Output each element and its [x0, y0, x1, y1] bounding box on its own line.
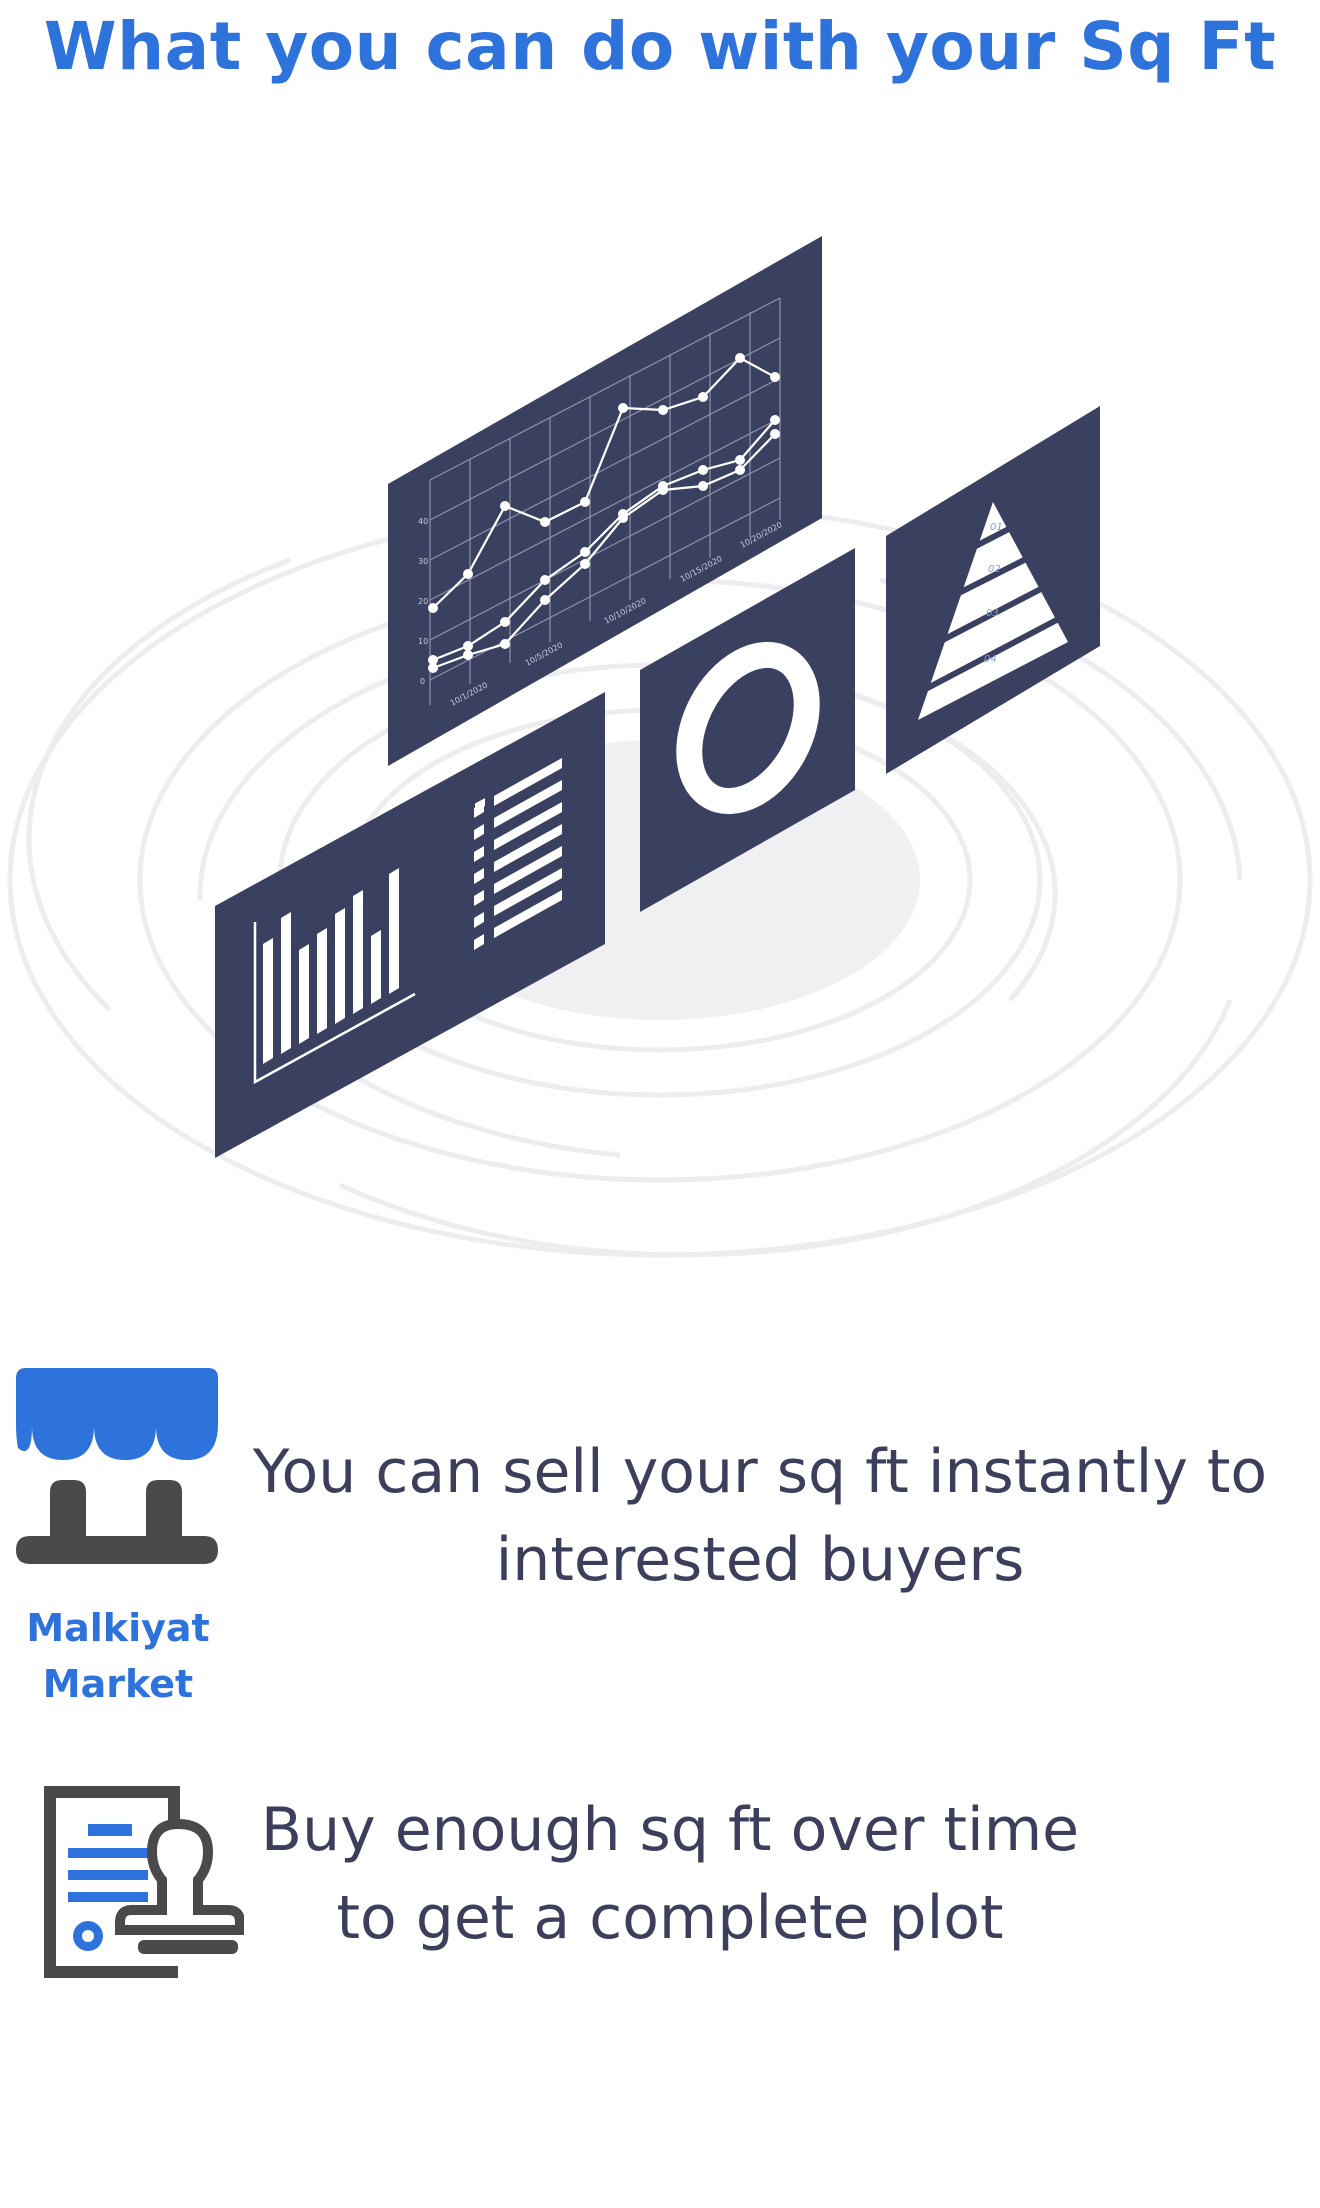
- feature-buy-over-time: Buy enough sq ft over time to get a comp…: [0, 1780, 1320, 2020]
- analytics-dashboard-illustration: 0 10 20 30 40 10/1/2020 10/5/2020 10/10/…: [7, 236, 1313, 1258]
- bar-chart-panel: [215, 692, 605, 1158]
- certificate-stamp-icon: [38, 1780, 245, 1988]
- line-chart-panel: 0 10 20 30 40 10/1/2020 10/5/2020 10/10/…: [388, 236, 822, 766]
- pyramid-label: 03: [986, 608, 999, 619]
- feature-text-line: interested buyers: [495, 1525, 1025, 1595]
- page-title: What you can do with your Sq Ft: [43, 8, 1277, 85]
- ytick-label: 20: [418, 597, 428, 606]
- market-label-line: Malkiyat: [26, 1606, 210, 1650]
- market-label: Malkiyat Market: [0, 1600, 236, 1712]
- ytick-label: 10: [418, 637, 428, 646]
- feature-sell-instantly: Malkiyat Market You can sell your sq ft …: [0, 1360, 1320, 1720]
- pyramid-label: 02: [988, 564, 1001, 575]
- pyramid-label: 01: [990, 522, 1003, 533]
- market-stall-icon: [14, 1368, 220, 1602]
- feature-text-line: to get a complete plot: [336, 1883, 1004, 1953]
- donut-panel: [640, 548, 855, 912]
- ytick-label: 0: [420, 677, 425, 686]
- feature-text-line: You can sell your sq ft instantly to: [252, 1437, 1268, 1507]
- pyramid-panel: 01 02 03 04: [886, 406, 1100, 774]
- feature-description: Buy enough sq ft over time to get a comp…: [250, 1786, 1090, 1962]
- ytick-label: 30: [418, 557, 428, 566]
- pyramid-label: 04: [984, 654, 997, 665]
- ytick-label: 40: [418, 517, 428, 526]
- feature-text-line: Buy enough sq ft over time: [260, 1795, 1080, 1865]
- feature-description: You can sell your sq ft instantly to int…: [250, 1428, 1270, 1604]
- market-label-line: Market: [42, 1662, 194, 1706]
